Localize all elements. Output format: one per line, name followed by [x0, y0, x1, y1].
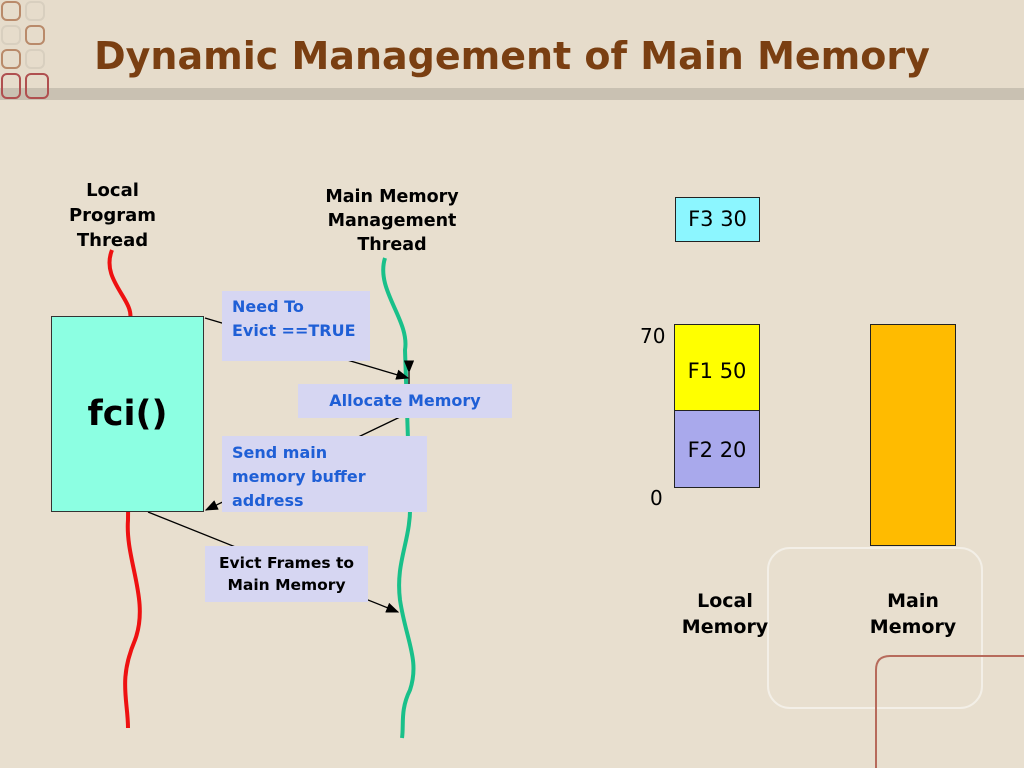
decorative-corner-line	[875, 655, 1024, 768]
frame-f2: F2 20	[674, 410, 760, 488]
local-program-thread-label: Local Program Thread	[68, 180, 157, 251]
frame-f3: F3 30	[675, 197, 760, 242]
fci-label: fci()	[87, 394, 168, 434]
local-thread-line	[107, 249, 142, 729]
corner-decoration	[1, 1, 49, 99]
slide-title: Dynamic Management of Main Memory	[94, 34, 930, 78]
tick-70: 70	[640, 324, 666, 348]
main-memory-label: Main Memory	[869, 590, 957, 638]
local-memory-label: Local Memory	[681, 590, 769, 638]
header-band	[0, 0, 1024, 88]
main-memory-block	[870, 324, 956, 546]
need-to-evict-note: Need To Evict ==TRUE	[222, 291, 370, 361]
header-rule	[0, 88, 1024, 100]
main-thread-line	[381, 257, 416, 739]
send-buffer-address-note: Send main memory buffer address	[222, 436, 427, 512]
frame-f1: F1 50	[674, 324, 760, 411]
main-memory-thread-label: Main Memory Management Thread	[325, 187, 459, 255]
tick-0: 0	[650, 486, 663, 510]
fci-function-box: fci()	[51, 316, 204, 512]
allocate-memory-note: Allocate Memory	[298, 384, 512, 418]
evict-frames-note: Evict Frames to Main Memory	[205, 546, 368, 602]
